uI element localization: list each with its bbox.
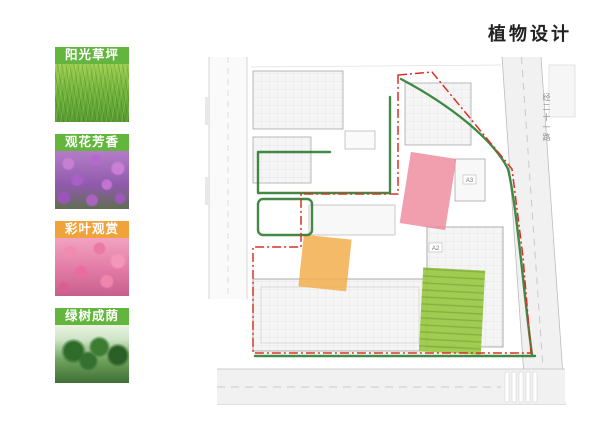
site-plan-drawing: A3 A2 [205, 57, 576, 405]
crosswalk-stripes [504, 371, 538, 403]
legend-item: 绿树成荫 [55, 308, 129, 383]
green-trees-photo [55, 325, 129, 383]
legend-label-shade: 绿树成荫 [55, 308, 129, 325]
landscape-lines [253, 77, 537, 358]
purple-flowers-photo [55, 151, 129, 209]
plan-labels: A3 A2 [428, 174, 477, 253]
building-offsite [548, 64, 576, 118]
podium-block [308, 204, 396, 236]
site-boundary-line [252, 71, 532, 354]
plant-legend: 阳光草坪 观花芳香 彩叶观赏 绿树成荫 [55, 47, 129, 395]
legend-label-colorleaf: 彩叶观赏 [55, 221, 129, 238]
zone-orange [298, 234, 352, 292]
building-slab-south [252, 278, 428, 352]
grass-photo [55, 64, 129, 122]
page-title: 植物设计 [488, 24, 572, 44]
hedge-loop-central [256, 95, 392, 195]
building-block-nw [252, 70, 344, 130]
building-small-mid [344, 130, 376, 150]
hedge-loop-west [256, 197, 314, 237]
building-label-a2: A2 [432, 246, 440, 252]
legend-item: 彩叶观赏 [55, 221, 129, 296]
legend-label-lawn: 阳光草坪 [55, 47, 129, 64]
right-road-centerline [521, 57, 546, 405]
legend-item: 阳光草坪 [55, 47, 129, 122]
building-block-ne [404, 82, 472, 146]
building-label-a3: A3 [466, 178, 474, 184]
pink-blossoms-photo [55, 238, 129, 296]
legend-label-flowers: 观花芳香 [55, 134, 129, 151]
zones [298, 151, 486, 355]
road-name-label: 经二十一路 [542, 93, 551, 143]
building-block-w [252, 136, 312, 184]
legend-item: 观花芳香 [55, 134, 129, 209]
tree-line-east [399, 77, 534, 357]
roads [205, 57, 566, 405]
zone-pink [399, 151, 457, 231]
zone-green [418, 267, 486, 355]
site-plan: A3 A2 经二十一路 [205, 57, 577, 405]
